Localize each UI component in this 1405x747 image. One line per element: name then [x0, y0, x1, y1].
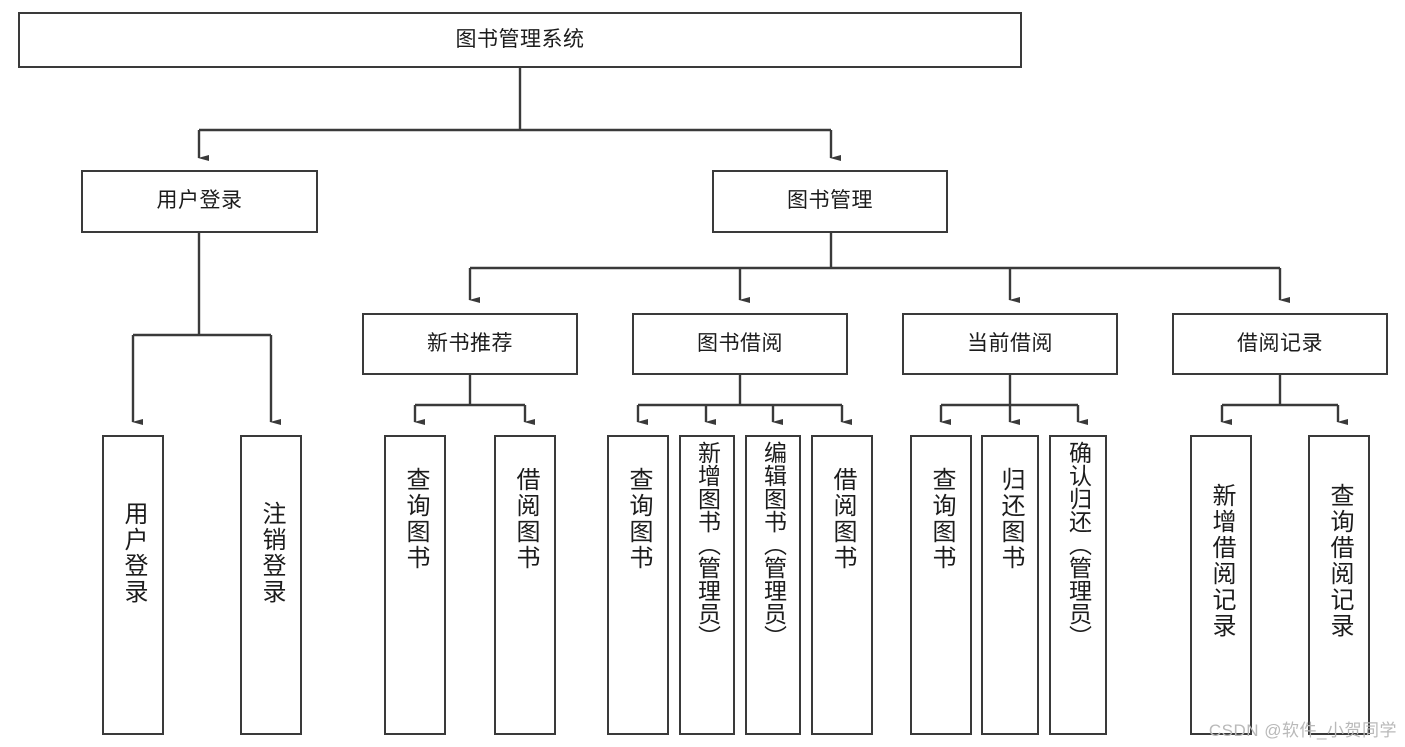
leaf-logout[interactable]: 注销登录	[240, 435, 302, 735]
leaf-edit-book-admin[interactable]: 编辑图书（管理员）	[745, 435, 801, 735]
node-label: 新书推荐	[427, 331, 513, 355]
leaf-add-book-admin[interactable]: 新增图书（管理员）	[679, 435, 735, 735]
leaf-query-borrow-record[interactable]: 查询借阅记录	[1308, 435, 1370, 735]
node-label: 查询图书	[625, 467, 652, 571]
leaf-query-book-current[interactable]: 查询图书	[910, 435, 972, 735]
leaf-confirm-return-admin[interactable]: 确认归还（管理员）	[1049, 435, 1107, 735]
leaf-return-book[interactable]: 归还图书	[981, 435, 1039, 735]
node-label: 用户登录	[120, 501, 147, 605]
node-user-login[interactable]: 用户登录	[81, 170, 318, 233]
node-label: 注销登录	[258, 501, 285, 605]
leaf-borrow-book-recommend[interactable]: 借阅图书	[494, 435, 556, 735]
watermark: CSDN @软件_小贺同学	[1208, 721, 1397, 740]
node-label: 新增借阅记录	[1208, 483, 1235, 639]
node-label: 归还图书	[997, 467, 1024, 571]
node-label: 查询借阅记录	[1326, 483, 1353, 639]
node-label: 查询图书	[402, 467, 429, 571]
node-book-borrow[interactable]: 图书借阅	[632, 313, 848, 375]
node-current-borrow[interactable]: 当前借阅	[902, 313, 1118, 375]
node-root-book-management-system[interactable]: 图书管理系统	[18, 12, 1022, 68]
node-label: 用户登录	[156, 189, 243, 213]
node-label: 当前借阅	[967, 331, 1053, 355]
node-book-management[interactable]: 图书管理	[712, 170, 948, 233]
node-label: 查询图书	[928, 467, 955, 571]
node-label: 新增图书（管理员）	[694, 441, 721, 648]
node-label: 借阅图书	[829, 467, 856, 571]
leaf-user-login[interactable]: 用户登录	[102, 435, 164, 735]
node-label: 编辑图书（管理员）	[760, 441, 787, 648]
node-label: 图书管理	[787, 189, 873, 213]
node-label: 图书管理系统	[455, 27, 585, 51]
node-new-book-recommend[interactable]: 新书推荐	[362, 313, 578, 375]
node-label: 借阅记录	[1237, 331, 1323, 355]
node-label: 借阅图书	[512, 467, 539, 571]
leaf-add-borrow-record[interactable]: 新增借阅记录	[1190, 435, 1252, 735]
leaf-borrow-book[interactable]: 借阅图书	[811, 435, 873, 735]
node-borrow-record[interactable]: 借阅记录	[1172, 313, 1388, 375]
leaf-query-book-borrow[interactable]: 查询图书	[607, 435, 669, 735]
node-label: 确认归还（管理员）	[1065, 441, 1092, 648]
leaf-query-book-recommend[interactable]: 查询图书	[384, 435, 446, 735]
node-label: 图书借阅	[697, 331, 783, 355]
